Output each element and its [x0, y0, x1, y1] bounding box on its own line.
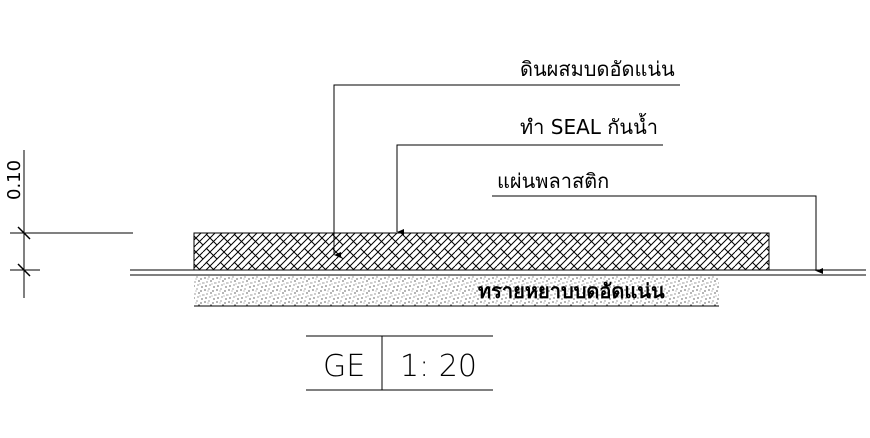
dimension-marker: [10, 150, 133, 298]
dimension-label: 0.10: [4, 160, 25, 200]
label-compacted-soil: ดินผสมบดอัดแน่น: [520, 57, 675, 81]
compacted-soil-layer: [193, 232, 770, 271]
label-compacted-sand: ทรายหยาบบดอัดแน่น: [478, 279, 665, 303]
title-block: [306, 335, 493, 391]
label-plastic-sheet: แผ่นพลาสติก: [497, 169, 609, 193]
plastic-sheet-layer: [130, 269, 866, 276]
leader-waterproof-seal: [396, 144, 663, 235]
title-scale: 1: 20: [400, 349, 477, 384]
leader-compacted-soil: [333, 84, 680, 258]
compacted-sand-layer: [194, 276, 719, 307]
label-waterproof-seal: ทำ SEAL กันน้ำ: [520, 113, 658, 139]
leader-plastic-sheet: [492, 195, 823, 274]
title-code: GE: [323, 349, 365, 384]
